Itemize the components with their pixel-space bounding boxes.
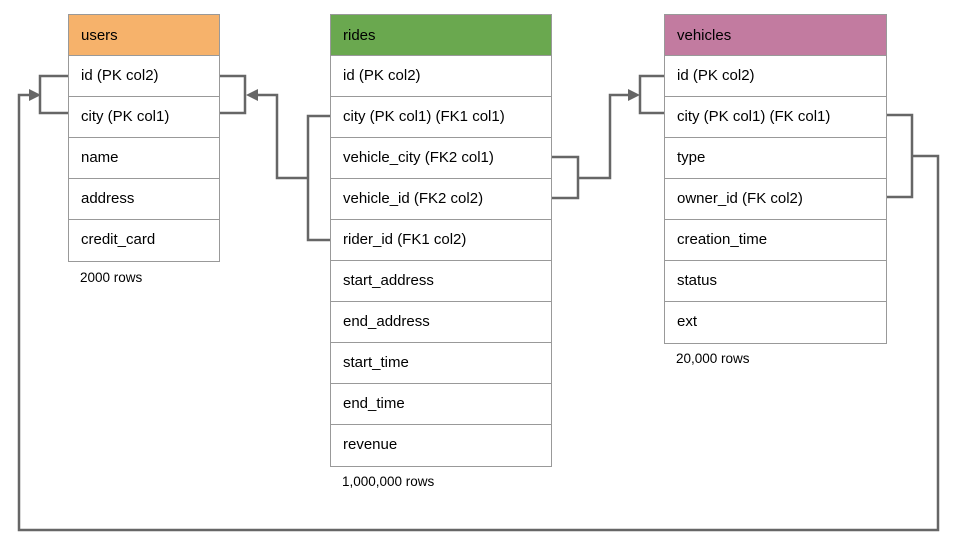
column-row: vehicle_id (FK2 col2) <box>331 179 551 220</box>
fk-line <box>258 93 308 180</box>
column-row: city (PK col1) (FK col1) <box>665 97 886 138</box>
column-row: start_time <box>331 343 551 384</box>
column-row: id (PK col2) <box>665 56 886 97</box>
column-row: id (PK col2) <box>331 56 551 97</box>
table-rides-columns: id (PK col2)city (PK col1) (FK1 col1)veh… <box>331 56 551 466</box>
column-row: status <box>665 261 886 302</box>
column-row: rider_id (FK1 col2) <box>331 220 551 261</box>
column-row: credit_card <box>69 220 219 261</box>
fk-line <box>578 93 628 180</box>
arrowhead-icon <box>246 89 258 101</box>
table-vehicles-row-count: 20,000 rows <box>676 351 750 366</box>
bracket-vehicles-left <box>638 74 664 115</box>
fk1-rides-to-users <box>220 74 330 242</box>
table-rides-row-count: 1,000,000 rows <box>342 474 435 489</box>
column-row: ext <box>665 302 886 343</box>
bracket-users-left <box>38 74 68 115</box>
table-rides-header: rides <box>331 15 551 56</box>
table-users-header: users <box>69 15 219 56</box>
arrowhead-icon <box>29 89 41 101</box>
bracket-rides-right <box>552 155 580 200</box>
table-users-row-count: 2000 rows <box>80 270 143 285</box>
column-row: city (PK col1) (FK1 col1) <box>331 97 551 138</box>
column-row: end_time <box>331 384 551 425</box>
column-row: owner_id (FK col2) <box>665 179 886 220</box>
table-vehicles: vehicles id (PK col2)city (PK col1) (FK … <box>664 14 887 344</box>
table-vehicles-header: vehicles <box>665 15 886 56</box>
column-row: vehicle_city (FK2 col1) <box>331 138 551 179</box>
table-vehicles-columns: id (PK col2)city (PK col1) (FK col1)type… <box>665 56 886 343</box>
column-row: revenue <box>331 425 551 466</box>
bracket-users-right <box>220 74 247 115</box>
column-row: address <box>69 179 219 220</box>
column-row: id (PK col2) <box>69 56 219 97</box>
fk-line <box>17 93 940 532</box>
column-row: name <box>69 138 219 179</box>
column-row: city (PK col1) <box>69 97 219 138</box>
bracket-rides-left <box>306 114 330 242</box>
fk-vehicles-to-users <box>17 74 940 532</box>
fk2-rides-to-vehicles <box>552 74 664 200</box>
column-row: end_address <box>331 302 551 343</box>
bracket-vehicles-right <box>887 113 914 199</box>
table-rides: rides id (PK col2)city (PK col1) (FK1 co… <box>330 14 552 467</box>
column-row: start_address <box>331 261 551 302</box>
column-row: type <box>665 138 886 179</box>
column-row: creation_time <box>665 220 886 261</box>
arrowhead-icon <box>628 89 640 101</box>
